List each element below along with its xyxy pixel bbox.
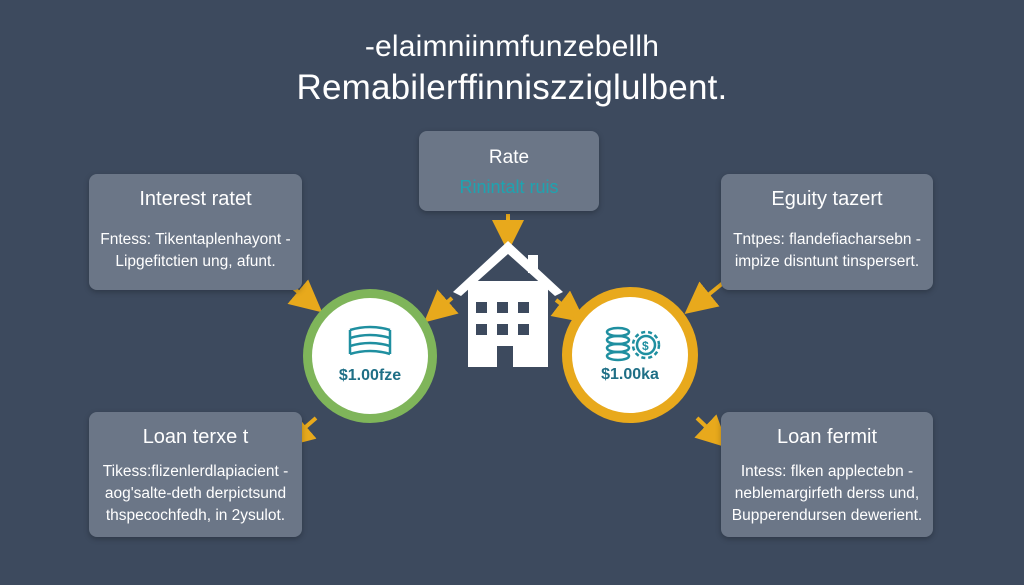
title-line-2: Remabilerffinniszziglulbent. [296, 68, 728, 107]
interest-rate-text: Fntess: Tikentaplenhayont - Lipgefitctie… [89, 229, 302, 273]
loan-term-line-1: Tikess:flizenlerdlapiacient - [102, 463, 289, 480]
loan-term-text: Tikess:flizenlerdlapiacient - aog'salte-… [89, 461, 302, 527]
banknotes-icon [348, 325, 392, 356]
arrow-top-right [684, 281, 725, 315]
interest-rate-line-1: Fntess: Tikentaplenhayont - [100, 231, 291, 248]
arrow-house-left [423, 289, 459, 323]
rate-box-subtitle: Rinintalt ruis [459, 177, 559, 197]
loan-term-title: Loan terxe t [142, 426, 249, 448]
dollar-sign-glyph: $ [642, 339, 649, 353]
rate-box: Rate Rinintalt ruis [419, 131, 599, 211]
left-circle [303, 289, 437, 423]
right-circle-amount: $1.00ka [601, 366, 659, 383]
loan-permit-line-2: neblemargirfeth derss und, [734, 485, 920, 502]
loan-term-line-3: thspecochfedh, in 2ysulot. [105, 507, 286, 524]
loan-permit-title: Loan fermit [776, 426, 878, 448]
arrow-bottom-right [694, 414, 729, 449]
equity-box: Eguity tazert Tntpes: flandefiacharsebn … [721, 174, 933, 290]
equity-line-1: Tntpes: flandefiacharsebn - [733, 231, 921, 248]
interest-rate-box: Interest ratet Fntess: Tikentaplenhayont… [89, 174, 302, 290]
loan-term-line-2: aog'salte-deth derpictsund [104, 485, 287, 502]
right-circle: $ [562, 287, 698, 423]
interest-rate-line-2: Lipgefitctien ung, afunt. [115, 253, 276, 270]
loan-permit-text: Intess: flken applectebn - neblemargirfe… [721, 461, 933, 527]
interest-rate-title: Interest ratet [139, 188, 252, 210]
equity-text: Tntpes: flandefiacharsebn - impize disnt… [721, 229, 933, 273]
loan-permit-line-3: Bupperendursen dewerient. [731, 507, 923, 524]
loan-term-box: Loan terxe t Tikess:flizenlerdlapiacient… [89, 412, 302, 537]
equity-title: Eguity tazert [771, 188, 883, 210]
money-gear-icon [605, 326, 661, 362]
equity-line-2: impize disntunt tinspersert. [734, 253, 920, 270]
title-line-1: -elaimniinmfunzebellh [364, 30, 660, 63]
left-circle-amount: $1.00fze [338, 367, 402, 384]
rate-box-title: Rate [488, 147, 530, 168]
loan-permit-line-1: Intess: flken applectebn - [740, 463, 914, 480]
arrow-house-right [550, 290, 586, 323]
house-icon [453, 241, 563, 367]
loan-permit-box: Loan fermit Intess: flken applectebn - n… [721, 412, 933, 537]
